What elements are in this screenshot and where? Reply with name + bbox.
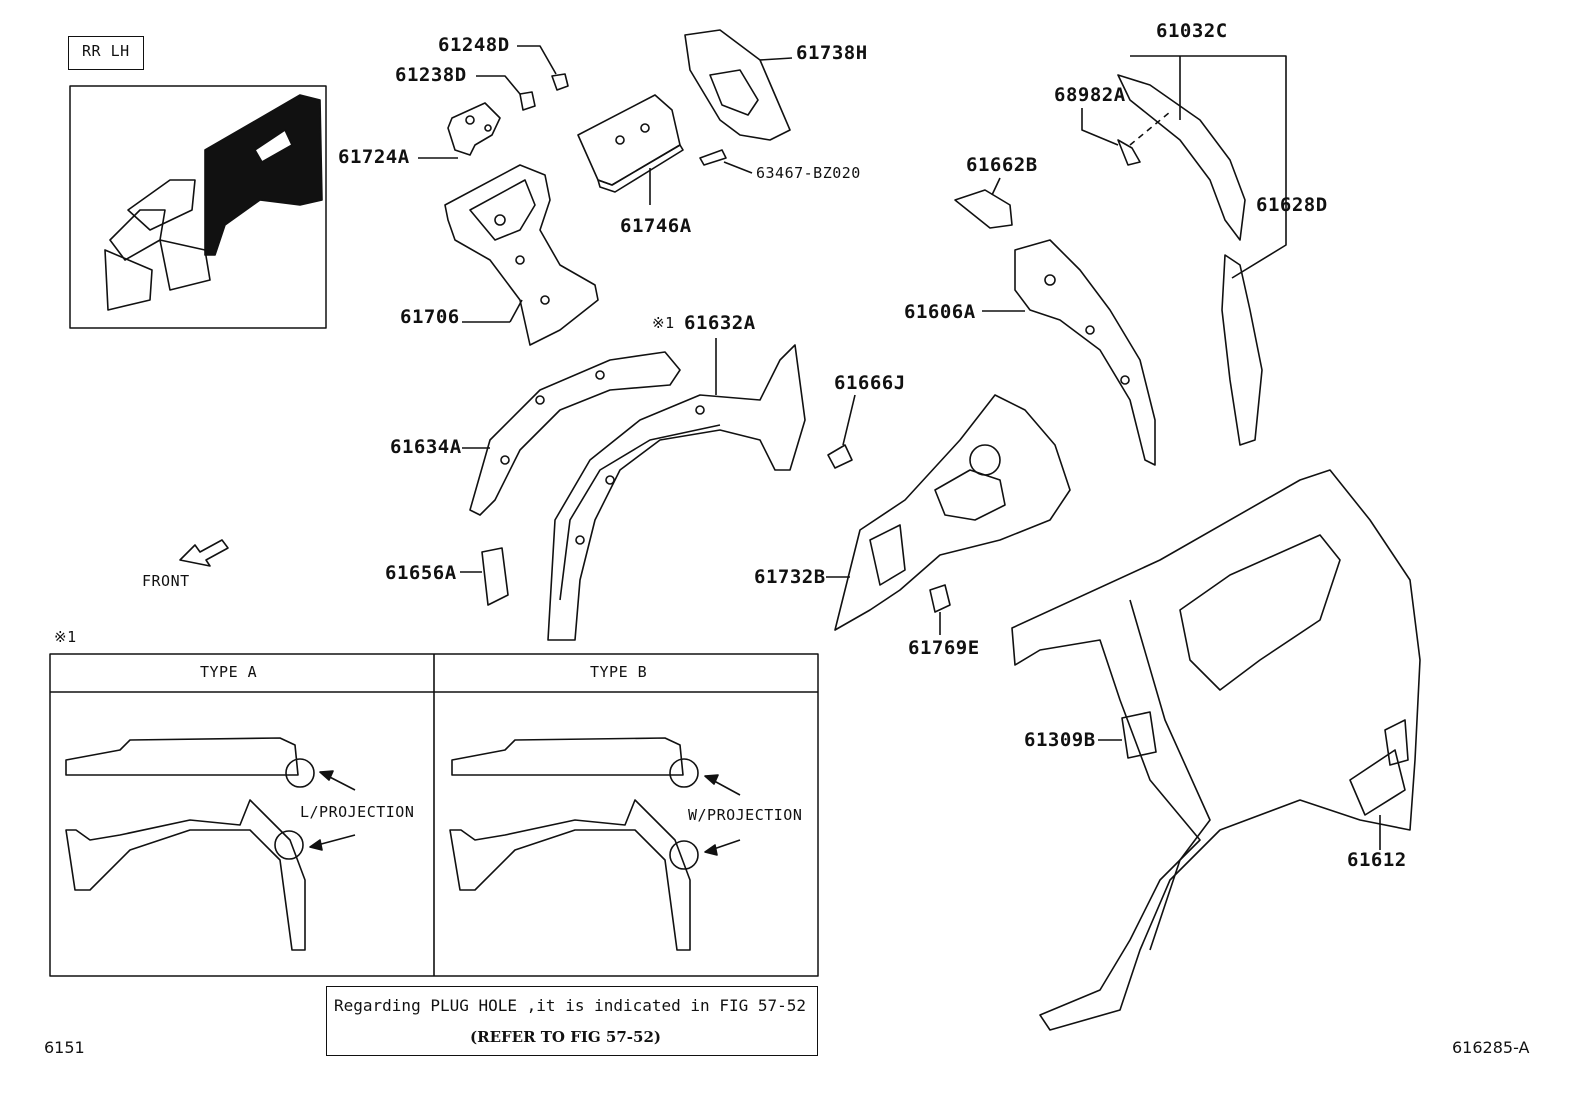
plug-hole-note-box: [326, 986, 818, 1056]
part-61724a-shape: [418, 102, 501, 159]
corner-tag-box: [68, 36, 144, 70]
front-arrow-icon: [179, 539, 229, 567]
label-61706[interactable]: 61706: [400, 306, 460, 328]
label-61634a[interactable]: 61634A: [390, 436, 462, 458]
label-61738h[interactable]: 61738H: [796, 42, 868, 64]
label-61666j[interactable]: 61666J: [834, 372, 906, 394]
type-b-header: TYPE B: [590, 663, 648, 681]
label-61656a[interactable]: 61656A: [385, 562, 457, 584]
table-note-mark: ※1: [54, 628, 77, 646]
label-61032c[interactable]: 61032C: [1156, 20, 1228, 42]
refer-fig-note: (REFER TO FIG 57-52): [470, 1028, 661, 1046]
type-b-drawing: [449, 737, 741, 951]
front-label: FRONT: [142, 572, 190, 590]
part-61666j-shape: [827, 394, 856, 469]
detail-table: [49, 653, 819, 977]
label-61732b[interactable]: 61732B: [754, 566, 826, 588]
part-61656a-shape: [460, 547, 509, 606]
label-68982a[interactable]: 68982A: [1054, 84, 1126, 106]
type-a-drawing: [65, 737, 356, 951]
type-a-header: TYPE A: [200, 663, 258, 681]
label-61632a[interactable]: 61632A: [684, 312, 756, 334]
label-61724a[interactable]: 61724A: [338, 146, 410, 168]
part-61634a-shape: [462, 351, 681, 516]
part-61769e-shape: [929, 584, 951, 635]
label-61309b[interactable]: 61309B: [1024, 729, 1096, 751]
part-61612-shape: [1011, 469, 1421, 1031]
part-61309b-shape: [1098, 711, 1157, 759]
label-61248d[interactable]: 61248D: [438, 34, 510, 56]
corner-tag: RR LH: [82, 42, 130, 60]
label-61662b[interactable]: 61662B: [966, 154, 1038, 176]
left-code: 6151: [44, 1038, 85, 1057]
part-61632a-shape: [547, 338, 806, 641]
part-61706-shape: [444, 164, 599, 346]
clip-shapes: [476, 45, 569, 111]
label-61612[interactable]: 61612: [1347, 849, 1407, 871]
w-projection-label: W/PROJECTION: [688, 806, 803, 824]
plug-hole-note: Regarding PLUG HOLE ,it is indicated in …: [334, 996, 807, 1015]
part-61032c-shape: [1081, 55, 1287, 446]
part-61746a-shape: [577, 94, 684, 205]
label-61606a[interactable]: 61606A: [904, 301, 976, 323]
label-61238d[interactable]: 61238D: [395, 64, 467, 86]
part-61738h-shape: [684, 29, 793, 174]
label-63467-bz020[interactable]: 63467-BZ020: [756, 164, 861, 182]
diagram-code: 616285-A: [1452, 1038, 1530, 1057]
label-61628d[interactable]: 61628D: [1256, 194, 1328, 216]
part-61662b-shape: [954, 177, 1013, 229]
locator-inset: [69, 85, 327, 329]
part-61732b-shape: [826, 394, 1071, 631]
label-61746a[interactable]: 61746A: [620, 215, 692, 237]
part-61606a-shape: [982, 239, 1156, 466]
note-mark-61632a: ※1: [652, 314, 675, 332]
l-projection-label: L/PROJECTION: [300, 803, 415, 821]
label-61769e[interactable]: 61769E: [908, 637, 980, 659]
